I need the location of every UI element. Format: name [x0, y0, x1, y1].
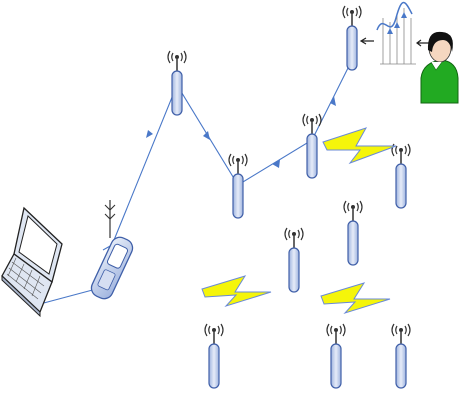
lightning-bolt-icon — [320, 282, 391, 315]
sensor-node-icon — [284, 227, 304, 293]
route-arrows — [146, 96, 336, 168]
laptop-icon — [1, 206, 63, 318]
sensor-node-icon — [391, 323, 411, 389]
lightning-bolt-icon — [201, 275, 272, 308]
signal-waveform-icon — [376, 1, 416, 65]
mobile-phone-icon — [90, 200, 134, 300]
arrow-left-icon — [416, 39, 430, 47]
arrow-marker — [272, 160, 280, 168]
sensor-node-icon — [204, 323, 224, 389]
user-arrows — [359, 37, 430, 47]
sensor-node-icon — [342, 5, 362, 71]
user-person-icon — [420, 31, 459, 104]
sensor-node-icon — [343, 200, 363, 266]
arrow-marker — [146, 130, 153, 138]
arrow-marker — [203, 131, 210, 140]
sensor-node-icon — [391, 143, 411, 209]
arrow-left-icon — [359, 37, 374, 45]
sensor-node-icon — [167, 50, 187, 116]
sensor-nodes — [167, 5, 411, 389]
sensor-node-icon — [326, 323, 346, 389]
interference-bolts — [201, 127, 397, 315]
arrow-marker — [330, 96, 336, 106]
route-lines — [39, 59, 353, 305]
sensor-node-icon — [228, 153, 248, 219]
laptop-link-line — [39, 287, 101, 305]
sensor-node-icon — [302, 113, 322, 179]
lightning-bolt-icon — [322, 127, 397, 165]
